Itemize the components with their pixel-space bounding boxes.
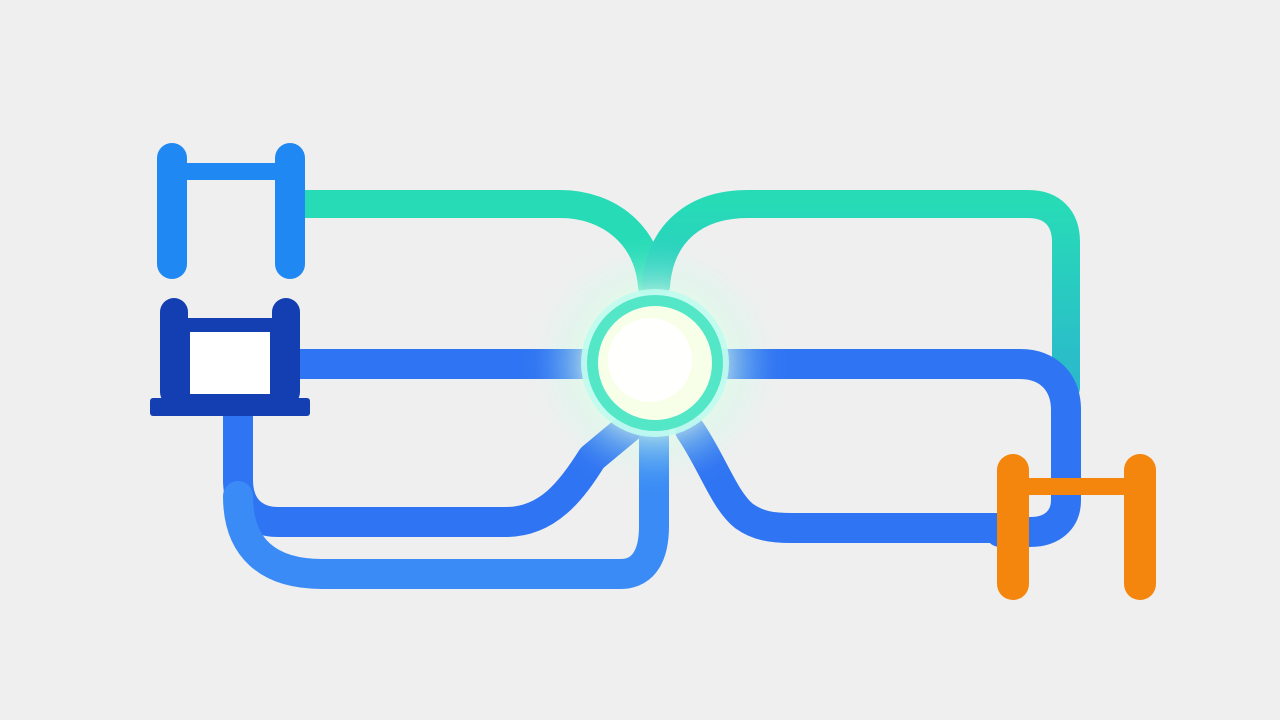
blue-lower-outer-connection [223, 415, 669, 589]
blue-right-horizontal-connection [707, 349, 1081, 547]
hub-core [608, 318, 692, 402]
navy-terminal-node [150, 298, 310, 416]
gate-icon [997, 454, 1029, 600]
blue-gate-node [157, 143, 305, 279]
orange-gate-node [997, 454, 1156, 600]
